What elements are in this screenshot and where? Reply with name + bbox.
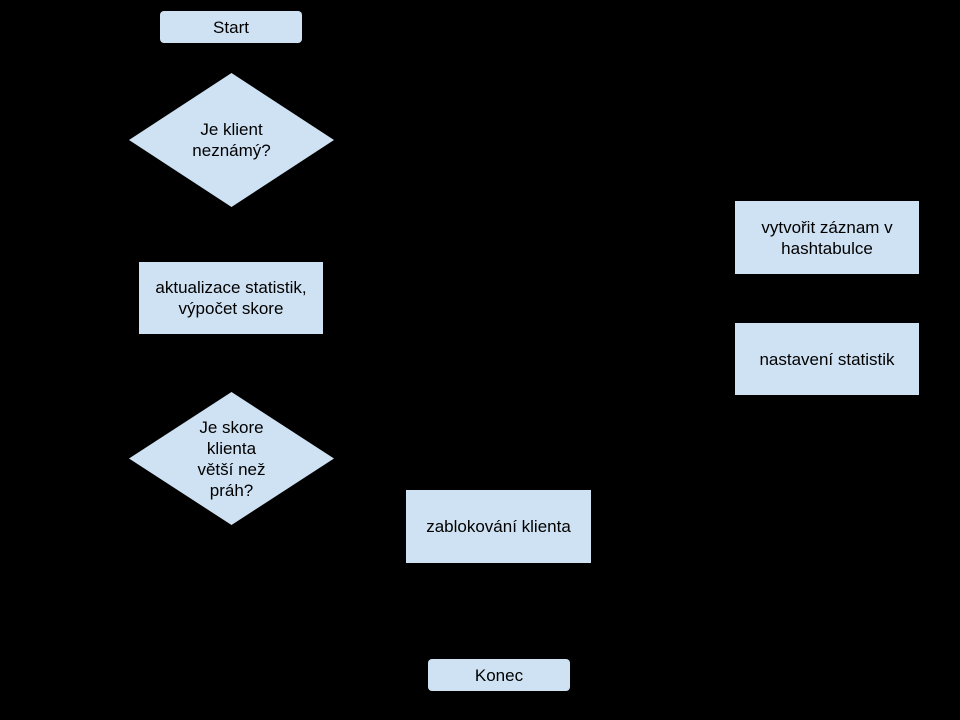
update-stats-label: aktualizace statistik, výpočet skore — [155, 278, 307, 318]
decision-unknown-client-shape — [129, 73, 334, 207]
end-label: Konec — [474, 665, 524, 685]
create-record-node: vytvořit záznam v hashtabulce — [735, 201, 919, 274]
decision-score-threshold-label: Je skore klienta větší než práh? — [197, 417, 266, 500]
decision-unknown-client-label: Je klient neznámý? — [192, 120, 271, 160]
decision-unknown-client: Je klient neznámý? — [129, 73, 334, 207]
block-client-label: zablokování klienta — [426, 517, 571, 536]
decision-score-threshold-shape — [129, 392, 334, 525]
start-label: Start — [213, 17, 249, 37]
set-stats-node: nastavení statistik — [735, 323, 919, 395]
update-stats-node: aktualizace statistik, výpočet skore — [139, 262, 323, 334]
block-client-node: zablokování klienta — [406, 490, 591, 563]
create-record-label: vytvořit záznam v hashtabulce — [761, 217, 893, 258]
set-stats-label: nastavení statistik — [759, 349, 895, 369]
start-node: Start — [160, 11, 302, 43]
end-node: Konec — [428, 659, 570, 691]
decision-score-threshold: Je skore klienta větší než práh? — [129, 392, 334, 525]
